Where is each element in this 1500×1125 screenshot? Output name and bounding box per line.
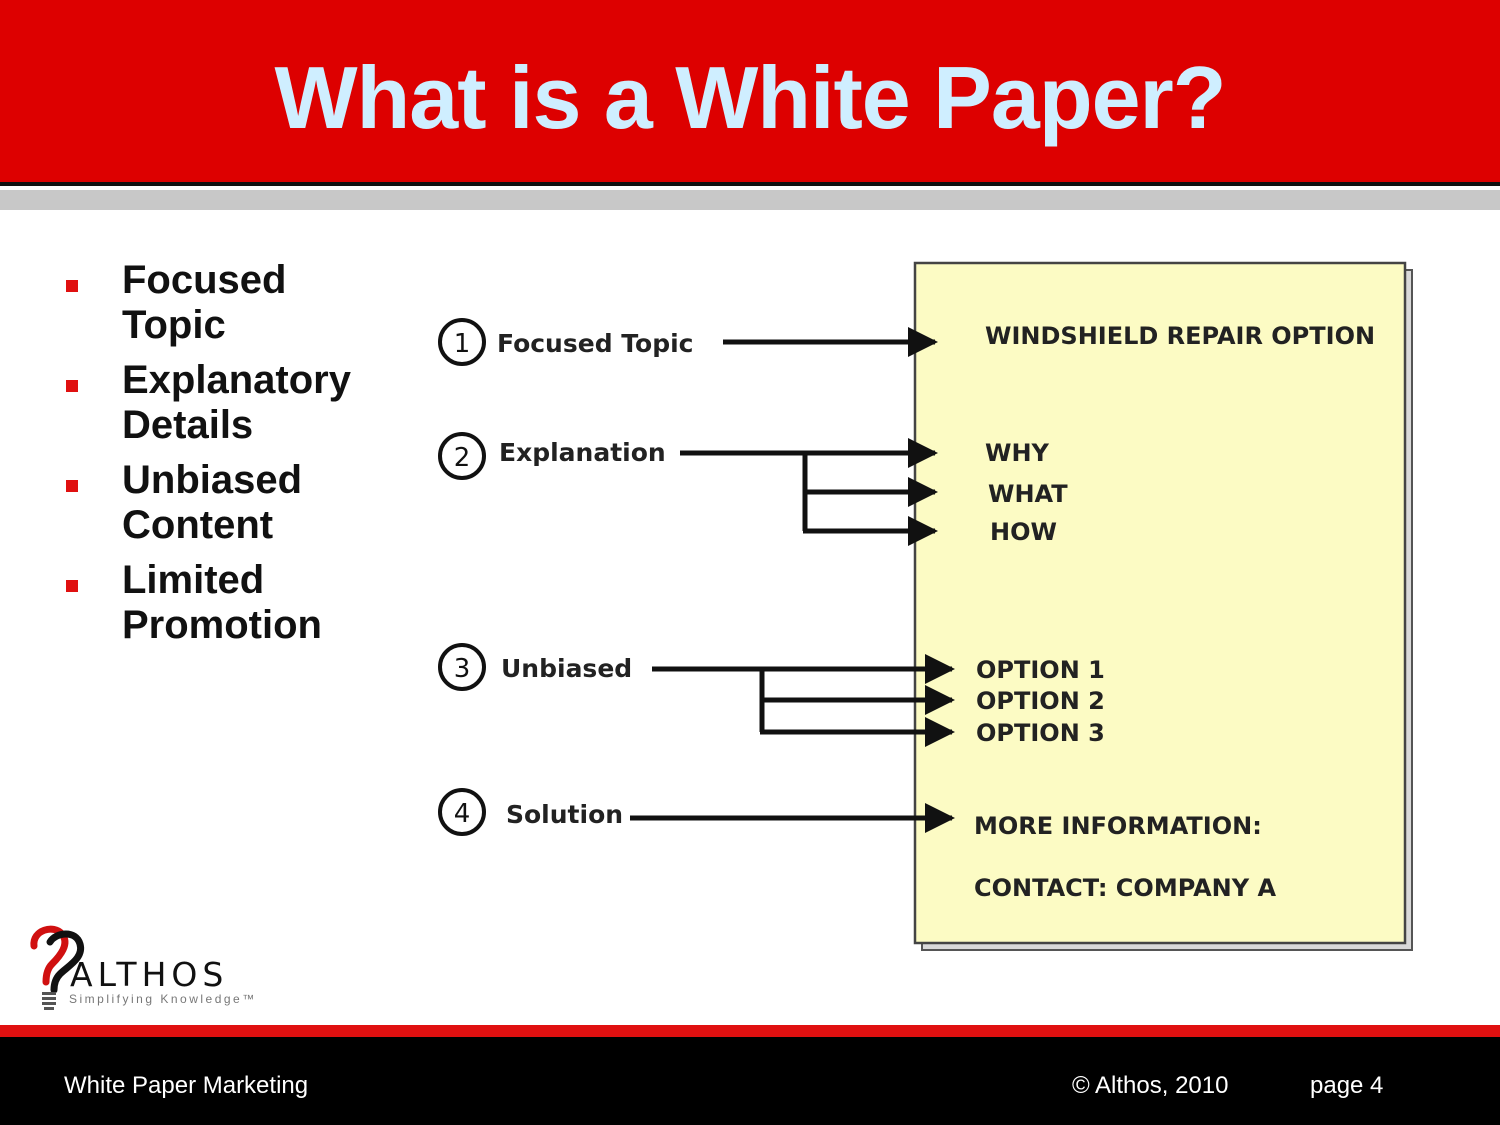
bullet-text: Focused Topic: [122, 258, 287, 347]
bullet-square-icon: [66, 580, 78, 592]
logo-name: ALTHOS: [70, 955, 229, 994]
step-label-explanation: Explanation: [499, 438, 666, 467]
althos-logo: ALTHOS Simplifying Knowledge™: [24, 922, 264, 1017]
step-1-badge: 1: [438, 318, 486, 366]
bullet-item: Focused Topic: [60, 258, 400, 348]
doc-line-how: HOW: [990, 518, 1057, 546]
bullet-square-icon: [66, 380, 78, 392]
step-label-unbiased: Unbiased: [501, 654, 632, 683]
step-circle-icon: [438, 643, 486, 691]
bullet-text: Unbiased Content: [122, 458, 303, 547]
step-circle-icon: [438, 432, 486, 480]
title-underline-band: [0, 190, 1500, 210]
bullet-square-icon: [66, 280, 78, 292]
bullet-item: Explanatory Details: [60, 358, 400, 448]
doc-line-more-info: MORE INFORMATION:: [974, 812, 1262, 840]
arrow-group-explanation: [680, 438, 938, 546]
step-number: 4: [454, 799, 471, 829]
footer-course-title: White Paper Marketing: [64, 1072, 309, 1099]
document-page: [913, 261, 1407, 945]
doc-line-option-3: OPTION 3: [976, 719, 1105, 747]
bullet-square-icon: [66, 480, 78, 492]
bullet-text: Explanatory Details: [122, 358, 351, 447]
step-3-badge: 3: [438, 643, 486, 691]
doc-line-contact: CONTACT: COMPANY A: [974, 874, 1276, 902]
bullet-text: Limited Promotion: [122, 558, 322, 647]
step-label-focused-topic: Focused Topic: [497, 329, 693, 358]
doc-line-what: WHAT: [988, 480, 1068, 508]
step-2-badge: 2: [438, 432, 486, 480]
doc-line-option-1: OPTION 1: [976, 656, 1105, 684]
bullet-list: Focused Topic Explanatory Details Unbias…: [60, 258, 400, 658]
lightbulb-question-icon: [30, 925, 85, 1010]
slide-title: What is a White Paper?: [274, 48, 1226, 147]
bullet-item: Unbiased Content: [60, 458, 400, 548]
doc-line-title: WINDSHIELD REPAIR OPTION: [985, 322, 1375, 350]
doc-line-option-2: OPTION 2: [976, 687, 1105, 715]
step-number: 2: [454, 443, 471, 473]
step-label-solution: Solution: [506, 800, 623, 829]
step-number: 1: [454, 329, 471, 359]
footer-page-number: page 4: [1310, 1072, 1384, 1099]
logo-tagline: Simplifying Knowledge™: [69, 992, 257, 1006]
footer-bar: White Paper Marketing © Althos, 2010 pag…: [0, 1037, 1500, 1125]
step-circle-icon: [438, 788, 486, 836]
step-circle-icon: [438, 318, 486, 366]
footer-red-stripe: [0, 1025, 1500, 1037]
bullet-item: Limited Promotion: [60, 558, 400, 648]
step-4-badge: 4: [438, 788, 486, 836]
step-number: 3: [454, 654, 471, 684]
arrow-group-unbiased: [652, 654, 955, 747]
doc-line-why: WHY: [985, 439, 1050, 467]
footer-copyright: © Althos, 2010: [1072, 1072, 1229, 1099]
title-banner: What is a White Paper?: [0, 0, 1500, 186]
